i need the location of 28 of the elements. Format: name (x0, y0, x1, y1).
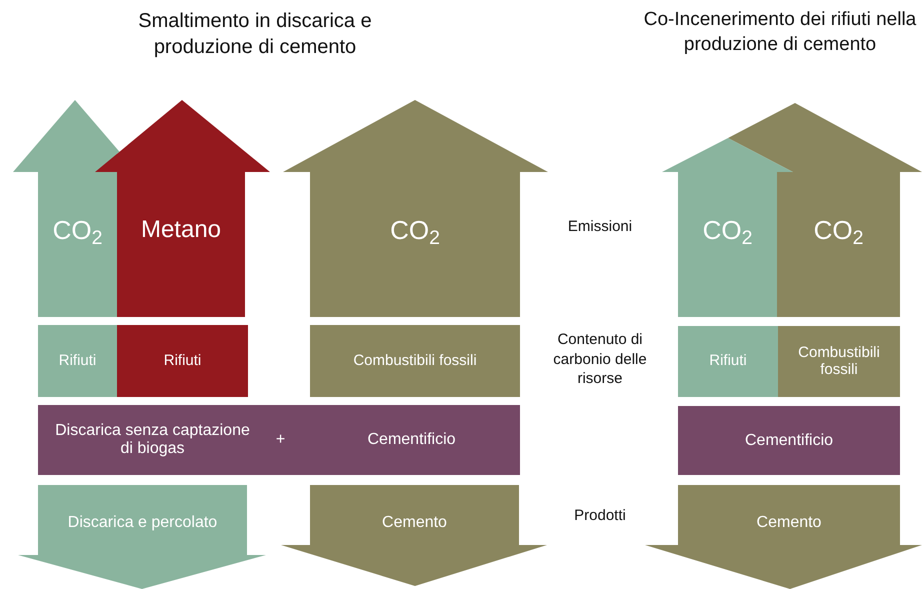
column-title: Co-Incenerimento dei rifiuti nella produzione di cemento (642, 8, 918, 57)
shape-label: Rifiuti (164, 352, 202, 370)
shape-label: Metano (140, 216, 222, 244)
shape-label: CO$_{2}$ (814, 216, 864, 250)
shape-label: Combustibili fossili (353, 352, 477, 370)
shape-label: Discarica e percolato (68, 514, 218, 532)
row-label: Emissioni (566, 217, 634, 236)
shape-label: Cemento (756, 514, 822, 532)
shape-label: Combustibili fossili (797, 345, 881, 378)
shape-label: CO$_{2}$ (52, 216, 102, 250)
row-label: Prodotti (573, 506, 627, 526)
shape-label: Rifiuti (58, 352, 96, 370)
shape-label: Discarica senza captazione di biogas (55, 422, 250, 458)
arrow-shape (281, 485, 547, 586)
shape-label: CO$_{2}$ (390, 216, 440, 250)
shape-label: Cemento (382, 514, 447, 532)
column-title: Smaltimento in discarica e produzione di cemento (137, 9, 373, 60)
shape-label: Cementificio (367, 431, 456, 449)
row-label: Contenuto di carbonio delle risorse (552, 330, 648, 388)
shape-label: CO$_{2}$ (702, 216, 752, 250)
arrow-shape (662, 138, 793, 317)
shape-label: + (276, 431, 286, 449)
arrow-shape (13, 100, 120, 317)
arrow-shape (645, 485, 922, 589)
shape-label: Rifiuti (709, 353, 747, 370)
arrow-shape (18, 485, 266, 589)
shape-label: Cementificio (744, 432, 834, 450)
arrow-shape (283, 100, 548, 317)
